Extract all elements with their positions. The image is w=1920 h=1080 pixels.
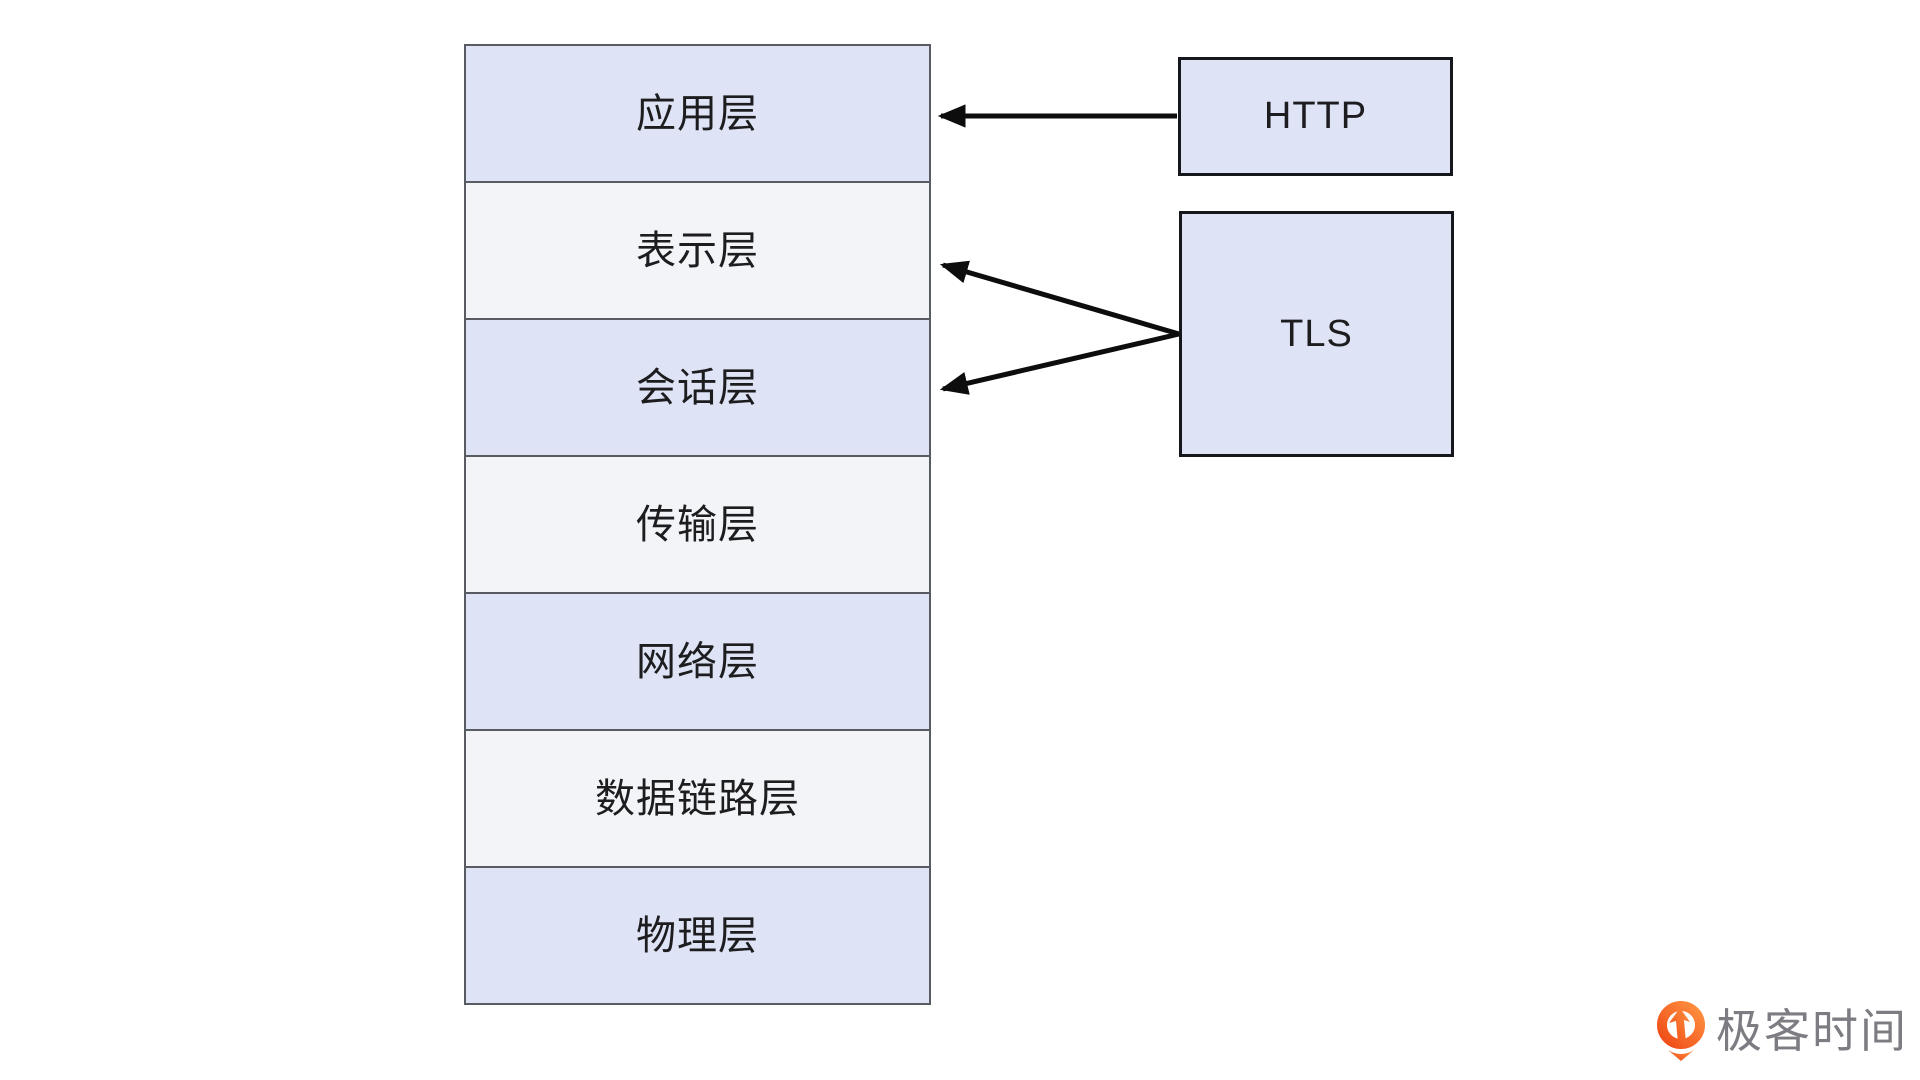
osi-layer-application: 应用层 [466, 46, 929, 183]
brand-logo: 极客时间 [1657, 999, 1908, 1063]
osi-layer-physical: 物理层 [466, 868, 929, 1003]
osi-layer-label: 会话层 [636, 365, 759, 410]
osi-layer-label: 传输层 [636, 502, 759, 547]
osi-layer-network: 网络层 [466, 594, 929, 731]
osi-layer-stack: 应用层 表示层 会话层 传输层 网络层 数据链路层 物理层 [464, 44, 931, 1005]
protocol-box-http: HTTP [1178, 57, 1453, 176]
osi-layer-label: 物理层 [636, 913, 759, 958]
geektime-pin-icon [1657, 1001, 1705, 1061]
arrow-tls-to-session-layer [939, 331, 1180, 395]
arrow-tls-to-presentation-layer [939, 260, 1180, 337]
osi-layer-label: 应用层 [636, 91, 759, 136]
osi-layer-datalink: 数据链路层 [466, 731, 929, 868]
protocol-label-tls: TLS [1280, 312, 1353, 355]
brand-logo-text: 极客时间 [1716, 1005, 1908, 1057]
osi-layer-label: 网络层 [636, 639, 759, 684]
protocol-box-tls: TLS [1179, 211, 1454, 457]
osi-layer-label: 表示层 [636, 228, 759, 273]
osi-layer-session: 会话层 [466, 320, 929, 457]
osi-layer-transport: 传输层 [466, 457, 929, 594]
osi-layer-presentation: 表示层 [466, 183, 929, 320]
protocol-label-http: HTTP [1263, 95, 1368, 137]
osi-layer-label: 数据链路层 [595, 776, 800, 821]
